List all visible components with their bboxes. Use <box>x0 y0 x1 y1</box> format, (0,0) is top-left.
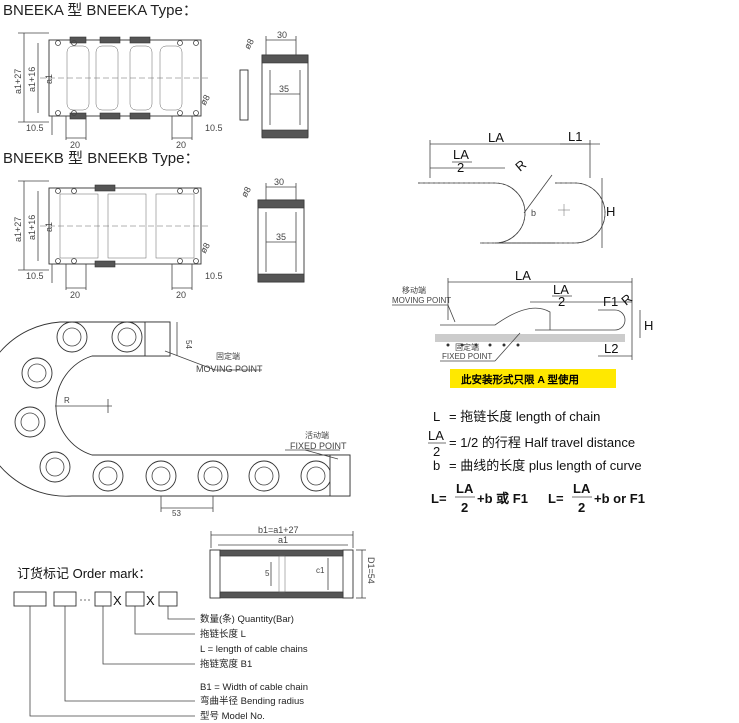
r-bottom-label: R <box>618 291 635 309</box>
dim-10-5-a-right: 10.5 <box>205 123 223 133</box>
order-box-width <box>94 591 112 607</box>
la-bottom-label: LA <box>515 268 531 283</box>
order-mark: 订货标记 Order mark： X X 数量(条) Quantity(Bar)… <box>13 566 308 722</box>
type-a-side-view: 30 35 ø8 <box>239 30 309 139</box>
order-x-1: X <box>113 593 122 608</box>
formula-en-den: 2 <box>578 500 585 515</box>
legend-la-symbol: LA <box>428 428 444 443</box>
h-bottom-label: H <box>644 318 653 333</box>
legend-la-den: 2 <box>433 444 440 459</box>
dim-a1-16-a: a1+16 <box>27 67 37 92</box>
dim-54-chain: 54 <box>184 340 193 349</box>
la-two-bottom: 2 <box>558 294 565 309</box>
f1-label: F1 <box>603 294 618 309</box>
formula-en-lead: L= <box>548 491 564 506</box>
dim-a1-section: a1 <box>278 535 288 545</box>
order-box-quantity <box>158 591 178 607</box>
install-diagram-top: LA LA 2 L1 R b H <box>418 129 615 248</box>
order-line-length-cn: 拖链长度 L <box>200 628 246 640</box>
moving-point-cn-install: 移动端 <box>402 285 426 295</box>
dim-d8-a: ø8 <box>198 93 212 107</box>
formula-cn-tail: +b 或 F1 <box>477 491 528 506</box>
dim-20-b-left: 20 <box>70 290 80 300</box>
dim-10-5-a-left: 10.5 <box>26 123 44 133</box>
type-b-side-view: 30 35 ø8 <box>239 177 305 283</box>
order-box-length <box>125 591 145 607</box>
order-line-quantity: 数量(条) Quantity(Bar) <box>200 613 294 625</box>
dim-20-b-right: 20 <box>176 290 186 300</box>
legend-l-symbol: L <box>433 409 440 424</box>
warning-banner: 此安装形式只限 A 型使用 <box>450 369 616 388</box>
l2-label: L2 <box>604 341 618 356</box>
moving-point-en-install: MOVING POINT <box>392 296 451 305</box>
dim-d8-a-side: ø8 <box>242 37 256 51</box>
fixed-point-cn-install: 固定端 <box>455 342 479 352</box>
order-mark-title: 订货标记 Order mark： <box>17 566 151 581</box>
dim-b1: b1=a1+27 <box>258 525 299 535</box>
type-a-top-view: a1+27 a1+16 a1 10.5 20 20 10.5 ø8 <box>13 32 223 150</box>
legend-b-text: = 曲线的长度 plus length of curve <box>449 458 642 473</box>
order-line-model: 型号 Model No. <box>200 711 265 722</box>
order-box-model <box>13 591 47 607</box>
fixed-point-en: FIXED POINT <box>290 441 347 451</box>
la-half-top: LA <box>453 147 469 162</box>
dim-35-b: 35 <box>276 232 286 242</box>
cross-section: b1=a1+27 a1 5 c1 D1=54 <box>209 525 376 599</box>
dim-20-a-left: 20 <box>70 140 80 150</box>
moving-point-cn: 固定端 <box>216 351 240 361</box>
formula-en-num: LA <box>573 481 591 496</box>
order-box-radius <box>53 591 77 607</box>
la-half-bottom: LA <box>553 282 569 297</box>
dim-r-chain: R <box>64 396 70 405</box>
dim-a1-27-b: a1+27 <box>13 217 23 242</box>
b-top-label: b <box>531 208 536 218</box>
dim-d1-section: D1=54 <box>366 557 376 584</box>
dim-c1-section: c1 <box>316 566 325 575</box>
dim-a1-b: a1 <box>44 222 54 232</box>
fixed-point-en-install: FIXED POINT <box>442 352 492 361</box>
formula-cn-lead: L= <box>431 491 447 506</box>
order-line-width-cn: 拖链宽度 B1 <box>200 658 252 670</box>
dim-35-a: 35 <box>279 84 289 94</box>
order-line-length-en: L = length of cable chains <box>200 644 308 655</box>
formula-en-tail: +b or F1 <box>594 491 645 506</box>
warning-text: 此安装形式只限 A 型使用 <box>461 373 579 386</box>
order-line-width-en: B1 = Width of cable chain <box>200 682 308 693</box>
dim-5-section: 5 <box>265 569 270 578</box>
r-top-label: R <box>512 157 529 175</box>
l1-label: L1 <box>568 129 582 144</box>
type-b-title: BNEEKB 型 BNEEKB Type： <box>3 150 199 167</box>
type-b-top-view: a1+27 a1+16 a1 10.5 20 20 10.5 ø8 <box>13 180 223 300</box>
order-line-radius: 弯曲半径 Bending radius <box>200 695 304 707</box>
legend-l-text: = 拖链长度 length of chain <box>449 409 600 424</box>
legend-la-text: = 1/2 的行程 Half travel distance <box>449 435 635 450</box>
chain-assembly: 54 R 53 固定端 MOVING POINT 活动端 FIXED POINT <box>0 321 351 518</box>
install-diagram-bottom: LA LA 2 F1 R H L2 移动端 MOVING POINT 固定端 F… <box>392 268 653 362</box>
dim-a1-16-b: a1+16 <box>27 215 37 240</box>
la-two-top: 2 <box>457 160 464 175</box>
legend: L = 拖链长度 length of chain LA 2 = 1/2 的行程 … <box>428 409 645 515</box>
dim-d8-b-side: ø8 <box>239 185 253 199</box>
moving-point-en: MOVING POINT <box>196 364 263 374</box>
dim-10-5-b-left: 10.5 <box>26 271 44 281</box>
dim-a1-27-a: a1+27 <box>13 69 23 94</box>
fixed-point-cn: 活动端 <box>305 430 329 440</box>
la-top-label: LA <box>488 130 504 145</box>
legend-b-symbol: b <box>433 458 440 473</box>
dim-d8-b: ø8 <box>198 241 212 255</box>
h-top-label: H <box>606 204 615 219</box>
dim-30-a: 30 <box>277 30 287 40</box>
order-x-2: X <box>146 593 155 608</box>
dim-a1-a: a1 <box>44 74 54 84</box>
type-a-title: BNEEKA 型 BNEEKA Type： <box>3 2 198 19</box>
dim-10-5-b-right: 10.5 <box>205 271 223 281</box>
dim-30-b: 30 <box>274 177 284 187</box>
formula-cn-den: 2 <box>461 500 468 515</box>
formula-cn-num: LA <box>456 481 474 496</box>
dim-20-a-right: 20 <box>176 140 186 150</box>
dim-53-chain: 53 <box>172 509 181 518</box>
